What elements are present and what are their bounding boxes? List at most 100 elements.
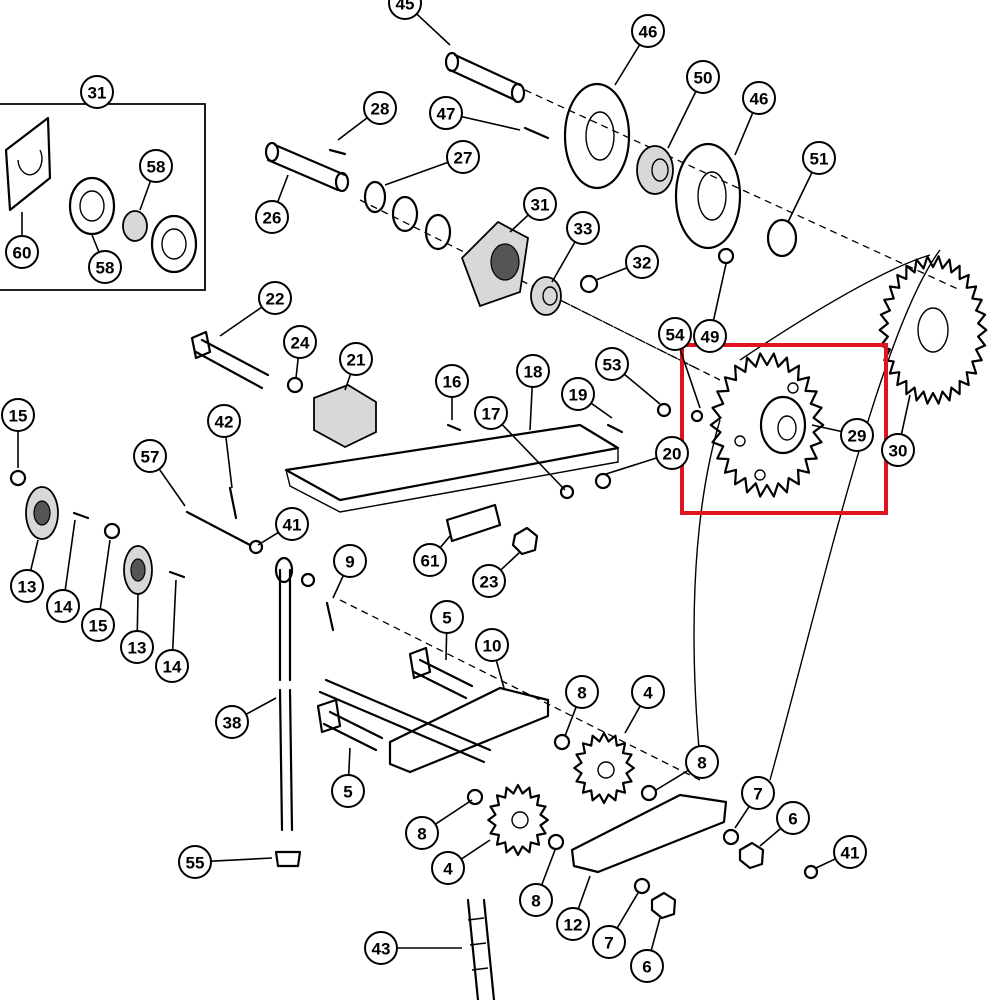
leader-lines — [17, 13, 911, 951]
sprocket-30 — [878, 255, 988, 405]
callout-38: 38 — [215, 705, 249, 739]
callout-6: 6 — [776, 801, 810, 835]
leader-line — [564, 706, 577, 737]
callout-circle — [364, 931, 398, 965]
callout-circle — [655, 436, 689, 470]
callout-45: 45 — [388, 0, 422, 20]
callout-circle — [139, 149, 173, 183]
leader-line — [276, 174, 289, 203]
callout-number: 30 — [889, 442, 908, 461]
leader-line — [734, 805, 750, 829]
callout-circle — [215, 705, 249, 739]
leader-line — [811, 424, 842, 433]
callout-number: 58 — [96, 259, 115, 278]
callout-circle — [405, 816, 439, 850]
callout-number: 19 — [569, 386, 588, 405]
callout-24: 24 — [283, 325, 317, 359]
callout-15: 15 — [81, 608, 115, 642]
callout-28: 28 — [363, 91, 397, 125]
callout-number: 47 — [437, 105, 456, 124]
callout-circle — [741, 776, 775, 810]
inset-parts-box — [0, 103, 206, 291]
callout-41: 41 — [275, 507, 309, 541]
callout-49: 49 — [693, 319, 727, 353]
callout-circle — [275, 507, 309, 541]
leader-line — [245, 697, 277, 716]
callout-13: 13 — [120, 630, 154, 664]
leader-line — [624, 705, 641, 734]
leader-line — [540, 849, 556, 886]
callout-circle — [631, 14, 665, 48]
shaft-centerlines — [339, 89, 961, 781]
callout-32: 32 — [625, 245, 659, 279]
leader-line — [384, 161, 449, 186]
callout-circle — [1, 398, 35, 432]
callout-number: 4 — [443, 860, 453, 879]
callout-circle — [155, 649, 189, 683]
leader-line — [158, 468, 186, 507]
leader-line — [595, 267, 628, 281]
callout-circle — [133, 439, 167, 473]
leader-line — [529, 386, 533, 431]
leader-line — [91, 234, 100, 253]
callout-number: 51 — [810, 150, 829, 169]
leader-line — [495, 660, 505, 689]
callout-circle — [474, 396, 508, 430]
callout-circle — [516, 354, 550, 388]
callout-number: 31 — [531, 196, 550, 215]
callout-number: 17 — [482, 405, 501, 424]
callout-number: 22 — [266, 290, 285, 309]
callout-circle — [556, 907, 590, 941]
callout-number: 31 — [88, 84, 107, 103]
upper-shaft-parts — [264, 51, 798, 316]
callout-number: 9 — [345, 553, 354, 572]
callout-33: 33 — [566, 211, 600, 245]
callout-6: 6 — [630, 949, 664, 983]
callout-number: 7 — [604, 934, 613, 953]
leader-line — [171, 579, 177, 651]
callout-circle — [523, 187, 557, 221]
callout-7: 7 — [741, 776, 775, 810]
callout-58: 58 — [139, 149, 173, 183]
leader-line — [344, 373, 352, 391]
callout-circle — [430, 600, 464, 634]
callout-number: 4 — [643, 684, 653, 703]
callout-12: 12 — [556, 907, 590, 941]
leader-line — [900, 394, 911, 435]
callout-number: 46 — [639, 23, 658, 42]
callout-circle — [686, 60, 720, 94]
callout-number: 14 — [54, 598, 73, 617]
callout-number: 29 — [848, 427, 867, 446]
callout-27: 27 — [446, 140, 480, 174]
callout-circle — [565, 675, 599, 709]
leader-line — [434, 799, 473, 825]
sprocket-29 — [709, 352, 825, 498]
callout-8: 8 — [519, 883, 553, 917]
leader-line — [445, 632, 448, 661]
leader-line — [332, 575, 345, 599]
leader-line — [295, 357, 299, 379]
callout-circle — [595, 347, 629, 381]
callout-circle — [178, 845, 212, 879]
callout-circle — [592, 925, 626, 959]
callout-14: 14 — [155, 649, 189, 683]
callout-number: 13 — [18, 578, 37, 597]
leader-line — [734, 112, 754, 156]
callout-circle — [333, 544, 367, 578]
leader-line — [337, 117, 368, 141]
callout-5: 5 — [331, 774, 365, 808]
leader-line — [787, 172, 813, 223]
leader-line — [551, 241, 576, 283]
callout-number: 54 — [666, 326, 685, 345]
callout-circle — [630, 949, 664, 983]
callout-number: 41 — [841, 844, 860, 863]
callout-number: 16 — [443, 373, 462, 392]
callout-circle — [561, 377, 595, 411]
callout-number: 50 — [694, 69, 713, 88]
callout-number: 8 — [577, 684, 586, 703]
leader-line — [99, 539, 111, 610]
callout-number: 5 — [343, 783, 352, 802]
callout-number: 13 — [128, 639, 147, 658]
leader-line — [139, 180, 152, 211]
